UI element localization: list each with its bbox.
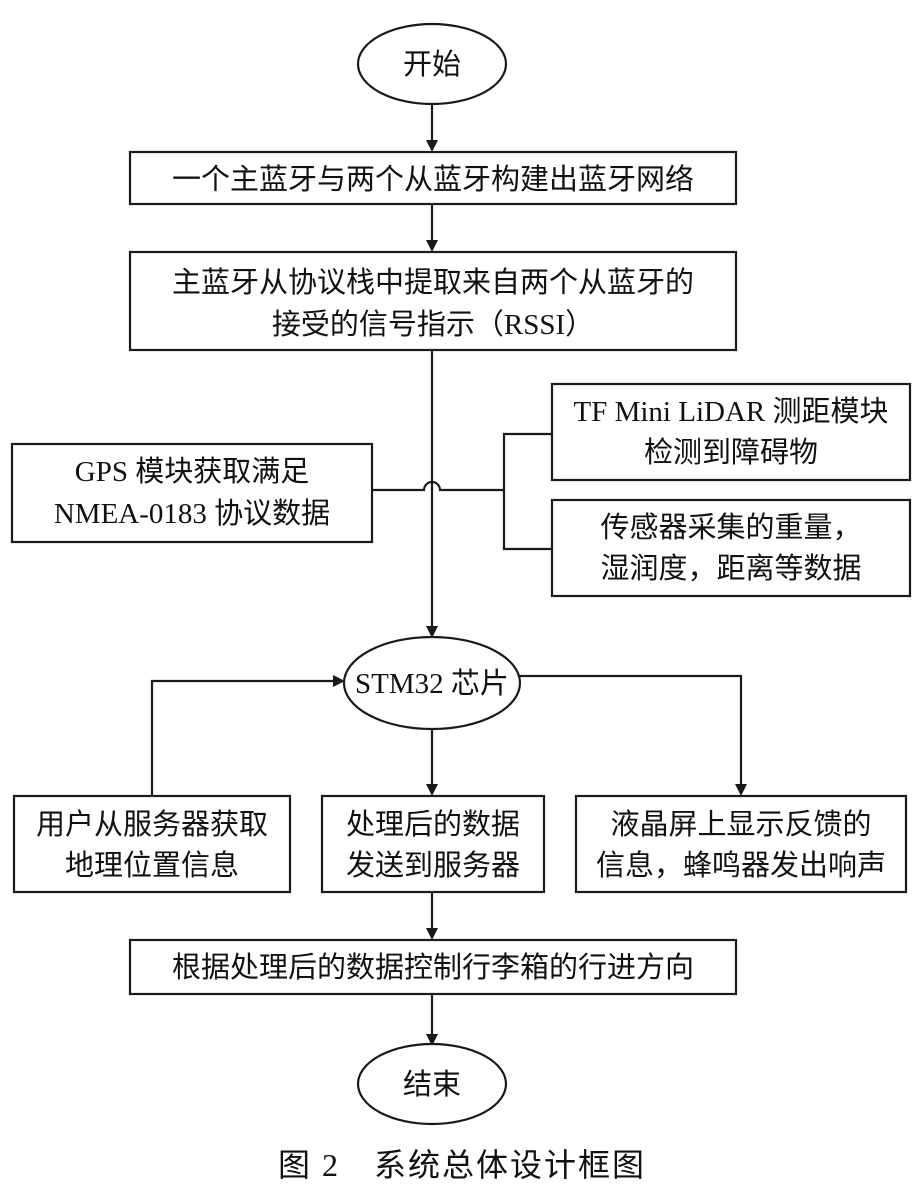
node-stm32: STM32 芯片: [342, 635, 522, 731]
node-user-fetch: 用户从服务器获取 地理位置信息: [12, 794, 292, 894]
lcd-label-line2: 信息，蜂鸣器发出响声: [596, 849, 886, 882]
user-label-line2: 地理位置信息: [65, 849, 239, 882]
node-rssi: 主蓝牙从协议栈中提取来自两个从蓝牙的 接受的信号指示（RSSI）: [128, 250, 738, 352]
node-start: 开始: [356, 22, 508, 106]
send-label-line2: 发送到服务器: [346, 849, 520, 882]
node-gps: GPS 模块获取满足 NMEA-0183 协议数据: [10, 442, 374, 544]
bracket-lidar: [502, 432, 552, 490]
node-lidar: TF Mini LiDAR 测距模块 检测到障碍物: [550, 382, 912, 482]
rssi-label-line1: 主蓝牙从协议栈中提取来自两个从蓝牙的: [172, 266, 694, 299]
connectors: [150, 104, 747, 1046]
end-label: 结束: [403, 1068, 461, 1101]
arrow-user-to-stm32: [150, 675, 345, 796]
junction-line-with-hop: [372, 480, 504, 492]
build-network-label: 一个主蓝牙与两个从蓝牙构建出蓝牙网络: [172, 163, 694, 196]
lcd-label-line1: 液晶屏上显示反馈的: [610, 808, 871, 841]
rssi-label-line2: 接受的信号指示（RSSI）: [272, 308, 594, 341]
gps-label-line1: GPS 模块获取满足: [75, 455, 309, 488]
bracket-sensor: [502, 490, 552, 551]
sensor-label-line2: 湿润度，距离等数据: [600, 552, 861, 585]
node-end: 结束: [356, 1042, 508, 1126]
send-label-line1: 处理后的数据: [346, 808, 520, 841]
node-build-network: 一个主蓝牙与两个从蓝牙构建出蓝牙网络: [128, 150, 738, 206]
user-label-line1: 用户从服务器获取: [36, 808, 268, 841]
figure-caption: 图 2 系统总体设计框图: [278, 1147, 646, 1183]
stm32-label: STM32 芯片: [355, 667, 509, 700]
start-label: 开始: [403, 48, 461, 81]
control-label: 根据处理后的数据控制行李箱的行进方向: [172, 951, 694, 984]
arrow-stm32-to-lcd: [518, 674, 747, 796]
gps-label-line2: NMEA-0183 协议数据: [54, 497, 330, 530]
node-control: 根据处理后的数据控制行李箱的行进方向: [128, 938, 738, 996]
node-lcd: 液晶屏上显示反馈的 信息，蜂鸣器发出响声: [574, 794, 908, 894]
node-send-server: 处理后的数据 发送到服务器: [320, 794, 546, 894]
sensor-label-line1: 传感器采集的重量，: [600, 511, 861, 544]
lidar-label-line1: TF Mini LiDAR 测距模块: [574, 395, 889, 428]
node-sensor: 传感器采集的重量， 湿润度，距离等数据: [550, 498, 912, 598]
lidar-label-line2: 检测到障碍物: [644, 436, 818, 469]
